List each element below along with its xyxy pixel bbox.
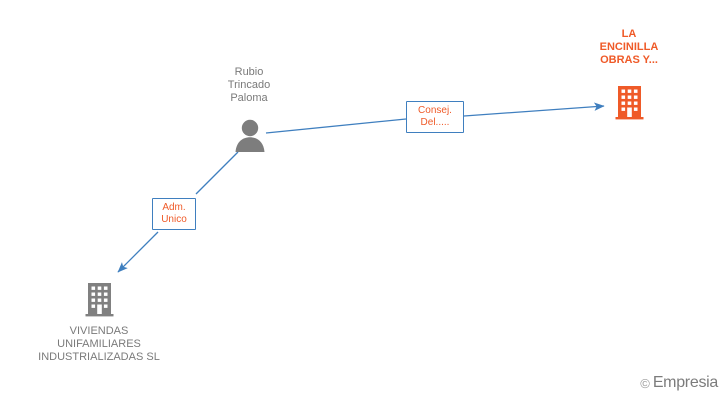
node-company-main-label: LA ENCINILLA OBRAS Y... [599,28,659,66]
copyright-icon: © [640,375,650,391]
node-person[interactable] [233,117,267,153]
building-icon[interactable] [85,282,114,317]
node-company-secondary-label: VIVIENDAS UNIFAMILIARES INDUSTRIALIZADAS… [38,325,160,363]
node-company-main[interactable] [615,85,644,120]
edge-label-consejero-delegado[interactable]: Consej. Del..... [406,101,464,133]
watermark: © Empresia [640,374,718,392]
watermark-brand: Empresia [652,374,718,391]
node-person-label: Rubio Trincado Paloma [227,66,271,104]
edge-label-administrador-unico[interactable]: Adm. Unico [152,198,196,230]
building-icon[interactable] [615,85,644,120]
person-icon[interactable] [233,117,267,153]
node-company-secondary[interactable] [85,282,114,317]
